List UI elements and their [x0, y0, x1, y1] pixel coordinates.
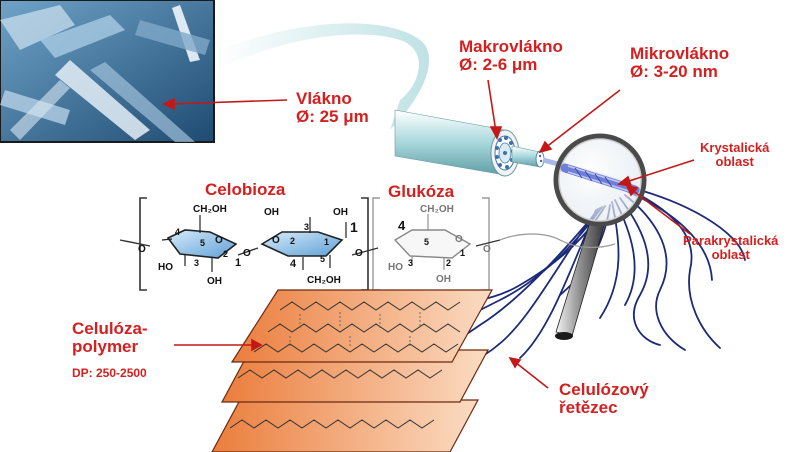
- ring-oxygen: O: [272, 235, 280, 246]
- bridge-oxygen: O: [243, 248, 251, 259]
- ho-label: HO: [158, 262, 173, 273]
- macrofibril-arrow: [488, 80, 496, 132]
- oh-label: OH: [436, 274, 451, 285]
- carbon-number: 2: [446, 258, 451, 268]
- chain-line2: řetězec: [559, 399, 649, 417]
- glucose-label: Glukóza: [388, 183, 454, 201]
- chain-line1: Celulózový: [559, 381, 649, 399]
- bridge-oxygen: O: [483, 244, 491, 255]
- carbon-number: 4: [175, 227, 180, 237]
- carbon-number: 2: [223, 249, 228, 259]
- carbon-number: 5: [200, 238, 205, 248]
- paracrystalline-region-label: Parakrystalická oblast: [683, 234, 778, 262]
- paracrystalline-line2: oblast: [683, 248, 778, 262]
- paracrystalline-line1: Parakrystalická: [683, 234, 778, 248]
- fiber-label: Vlákno Ø: 25 μm: [296, 90, 369, 127]
- ring-oxygen: O: [455, 234, 463, 245]
- carbon-number: 3: [194, 258, 199, 268]
- microfibril-name: Mikrovlákno: [630, 45, 729, 63]
- arrowhead: [540, 142, 551, 152]
- crystalline-region-label: Krystalická oblast: [700, 141, 769, 169]
- cellobiose-label: Celobioza: [205, 181, 285, 199]
- carbon-number: 5: [424, 237, 429, 247]
- oh-label: OH: [207, 276, 222, 287]
- carbon-number: 3: [408, 258, 413, 268]
- carbon-number: 1: [235, 257, 241, 269]
- chain-arrow: [515, 362, 548, 388]
- polymer-sheet-3: [212, 400, 478, 452]
- carbon-number: 4: [398, 218, 406, 233]
- carbon-number: 3: [304, 222, 309, 232]
- carbon-number: 4: [290, 258, 297, 270]
- oh-label: OH: [264, 207, 279, 218]
- crystalline-line1: Krystalická: [700, 141, 769, 155]
- bridge-oxygen: O: [355, 248, 363, 259]
- microfibril-diameter: Ø: 3-20 nm: [630, 63, 729, 81]
- fiber-cylinder: [395, 110, 519, 176]
- degree-of-polymerization: DP: 250-2500: [72, 367, 147, 380]
- macrofibril-label: Makrovlákno Ø: 2-6 μm: [459, 38, 563, 75]
- glycosidic-oxygen-left: O: [138, 244, 146, 255]
- ho-label: HO: [388, 262, 403, 273]
- polymer-sheets: [212, 290, 492, 452]
- fiber-diameter: Ø: 25 μm: [296, 108, 369, 126]
- polymer-sheet-1: [232, 290, 492, 362]
- carbon-number: 2: [290, 236, 295, 246]
- ch2oh-label: CH₂OH: [193, 204, 227, 215]
- oh-label: OH: [333, 207, 348, 218]
- carbon-number: 5: [320, 254, 325, 264]
- macrofibril-diameter: Ø: 2-6 μm: [459, 56, 563, 74]
- cellulose-chain-label: Celulózový řetězec: [559, 381, 649, 418]
- carbon-number: 1: [350, 219, 358, 235]
- sem-micrograph: [0, 0, 214, 142]
- ring-oxygen: O: [215, 235, 223, 246]
- polymer-line2: polymer: [72, 338, 148, 356]
- polymer-line1: Celulóza-: [72, 320, 148, 338]
- ch2oh-label: CH₂OH: [307, 275, 341, 286]
- ch2oh-label: CH₂OH: [420, 204, 454, 215]
- macrofibril-name: Makrovlákno: [459, 38, 563, 56]
- fiber-name: Vlákno: [296, 90, 369, 108]
- cellulose-polymer-label: Celulóza- polymer: [72, 320, 148, 357]
- carbon-number: 1: [460, 248, 465, 258]
- crystalline-line2: oblast: [700, 155, 769, 169]
- microfibril-label: Mikrovlákno Ø: 3-20 nm: [630, 45, 729, 82]
- carbon-number: 1: [324, 237, 329, 247]
